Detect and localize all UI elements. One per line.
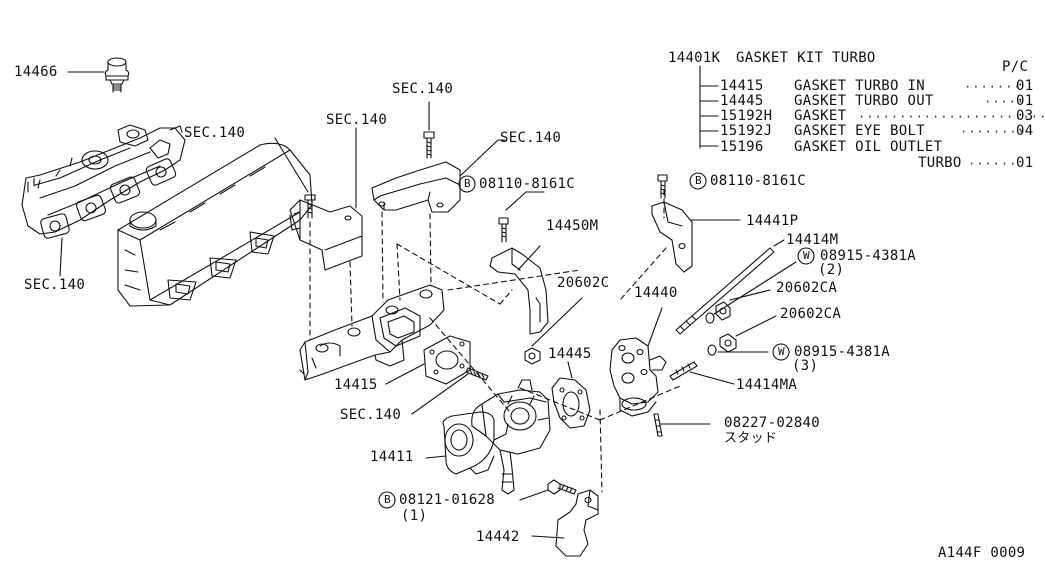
kit-title: GASKET KIT TURBO xyxy=(736,50,876,66)
label-20602c: 20602C xyxy=(557,275,610,291)
label-sec140-intake: SEC.140 xyxy=(24,277,86,293)
washer-nut-lower xyxy=(707,333,737,356)
washer-nut-upper xyxy=(705,301,731,324)
kit-item-qty: 01 xyxy=(1016,155,1034,171)
bolt-08121 xyxy=(547,479,577,495)
kit-item-leader: ·························· xyxy=(858,110,1045,124)
bracket-14442 xyxy=(555,489,599,557)
bolt-symbol-b: B xyxy=(695,174,702,187)
label-sec140-shield: SEC.140 xyxy=(326,112,388,128)
label-08121-qty: (1) xyxy=(401,508,428,524)
gasket-14415 xyxy=(423,335,471,385)
washer-symbol-b: W xyxy=(778,345,785,358)
label-14414ma: 14414MA xyxy=(736,377,798,393)
kit-item-qty: 01 xyxy=(1016,78,1034,94)
label-08121: 08121-01628 xyxy=(399,492,496,508)
kit-item-code: 14445 xyxy=(720,93,764,109)
label-20602ca-b: 20602CA xyxy=(780,306,842,322)
exhaust-manifold xyxy=(299,284,445,381)
cylinder-head xyxy=(117,142,313,307)
label-20602ca-a: 20602CA xyxy=(776,280,838,296)
intake-manifold xyxy=(21,124,186,239)
bolt-sec140-top xyxy=(423,131,435,159)
kit-item-qty: 01 xyxy=(1016,93,1034,109)
kit-item-leader: ······ xyxy=(968,157,1018,171)
kit-item-leader: ······· xyxy=(964,80,1022,94)
kit-item-name: GASKET xyxy=(794,108,847,124)
kit-item-name: GASKET TURBO OUT xyxy=(794,93,934,109)
label-stud-jp: スタッド xyxy=(724,431,778,446)
kit-item-name: GASKET TURBO IN xyxy=(794,78,925,94)
outlet-elbow-14440 xyxy=(609,337,667,417)
label-14445: 14445 xyxy=(548,346,592,362)
kit-item-name: GASKET OIL OUTLET xyxy=(794,139,943,155)
kit-item-qty: 03 xyxy=(1016,108,1034,124)
label-08915-b: 08915-4381A xyxy=(794,344,891,360)
cap-14466 xyxy=(104,57,130,93)
kit-item-name: GASKET EYE BOLT xyxy=(794,123,925,139)
heat-shield-left xyxy=(289,199,363,271)
bolt-14450m xyxy=(498,217,509,243)
label-08915-a: 08915-4381A xyxy=(820,248,917,264)
label-14466: 14466 xyxy=(14,64,58,80)
bolt-symbol-a: B xyxy=(464,177,471,190)
label-sec140-stud: SEC.140 xyxy=(340,407,402,423)
kit-code: 14401K xyxy=(668,50,721,66)
kit-item-code: 15196 xyxy=(720,139,764,155)
kit-item-leader: ········ xyxy=(960,125,1026,139)
bracket-14441p xyxy=(651,201,693,273)
bracket-14450m xyxy=(489,247,549,335)
label-sec140-right: SEC.140 xyxy=(500,130,562,146)
kit-item-code: 15192J xyxy=(720,123,773,139)
label-14411: 14411 xyxy=(370,449,414,465)
bolt-sec140-a xyxy=(304,194,316,219)
kit-item-name-cont: TURBO xyxy=(918,155,962,171)
stud-sec140 xyxy=(465,367,489,381)
bolt-symbol-c: B xyxy=(384,493,391,506)
dashed-guides xyxy=(309,189,681,493)
label-14414m: 14414M xyxy=(786,232,839,248)
heat-shield-top xyxy=(371,161,461,213)
label-08110-a: 08110-8161C xyxy=(479,176,576,192)
label-08915-b-qty: (3) xyxy=(792,358,819,374)
label-08915-a-qty: (2) xyxy=(818,262,845,278)
gasket-14445 xyxy=(551,377,591,429)
kit-item-leader: ····· xyxy=(984,95,1026,109)
label-14415: 14415 xyxy=(334,377,378,393)
stud-14414m xyxy=(675,247,775,335)
label-14442: 14442 xyxy=(476,529,520,545)
label-08227: 08227-02840 xyxy=(724,415,821,431)
label-sec140-top: SEC.140 xyxy=(392,81,454,97)
bolt-14441p xyxy=(657,174,668,199)
symbol-circles xyxy=(378,172,815,509)
kit-item-code: 14415 xyxy=(720,78,764,94)
turbocharger xyxy=(442,379,551,495)
kit-item-code: 15192H xyxy=(720,108,773,124)
nut-20602c xyxy=(524,347,541,365)
kit-pc-header: P/C xyxy=(1002,59,1029,75)
kit-item-qty: 04 xyxy=(1016,123,1034,139)
label-14440: 14440 xyxy=(634,285,678,301)
label-14441p: 14441P xyxy=(746,213,799,229)
washer-symbol-a: W xyxy=(803,249,810,262)
kit-tree-lines xyxy=(699,65,719,149)
stud-08227 xyxy=(653,413,663,437)
label-08110-b: 08110-8161C xyxy=(710,173,807,189)
label-14450m: 14450M xyxy=(546,218,599,234)
label-sec140-head: SEC.140 xyxy=(184,125,246,141)
diagram-id: A144F 0009 xyxy=(938,545,1026,561)
stud-14414ma xyxy=(669,361,698,381)
